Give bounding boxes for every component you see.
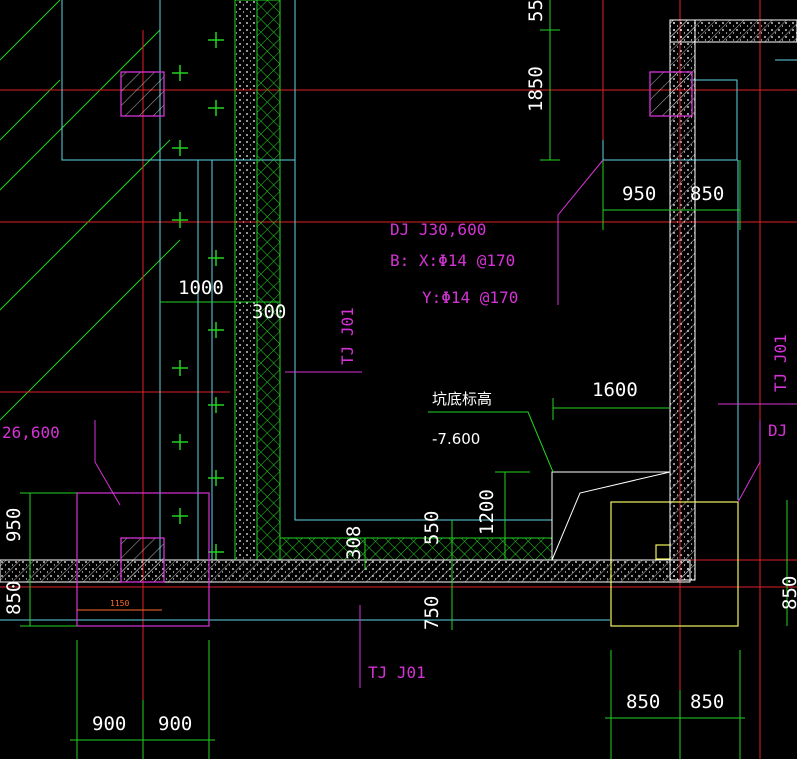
dim-308: 308 [343, 526, 365, 560]
left-wall [234, 0, 281, 561]
dim-850-left: 850 [3, 581, 25, 615]
pit-bottom-title: 坑底标高 [432, 390, 492, 408]
dj-title: DJ J30,600 [390, 220, 486, 239]
slope-lines [0, 0, 181, 421]
dim-300: 300 [252, 301, 286, 323]
column-pads [76, 71, 693, 627]
dim-55: 55 [525, 0, 547, 22]
dim-850-top: 850 [690, 183, 724, 205]
tj-label-c: TJ J01 [368, 663, 426, 682]
bottom-wall [0, 537, 691, 583]
dim-1600: 1600 [592, 379, 638, 401]
dimension-lines [20, 0, 788, 759]
grid-crosses [172, 32, 224, 560]
dim-1150: 1150 [110, 599, 129, 608]
dim-750: 750 [421, 596, 443, 630]
dim-900-b: 900 [158, 713, 192, 735]
dim-1850: 1850 [525, 66, 547, 112]
dim-950-left: 950 [3, 508, 25, 542]
dj-b-rebar: B: X:Φ14 @170 [390, 251, 515, 270]
annotations: DJ J30,600 B: X:Φ14 @170 Y:Φ14 @170 TJ J… [2, 220, 790, 682]
dim-850-right: 850 [779, 576, 797, 610]
pit-leader [551, 471, 671, 561]
right-dj-label: DJ [768, 421, 787, 440]
dimension-texts: 55 1850 950 850 1000 300 1600 1200 550 3… [3, 0, 797, 735]
tj-label-a: TJ J01 [338, 307, 357, 365]
magenta-leaders [94, 159, 797, 688]
pit-label-leader [428, 411, 554, 473]
dim-900-a: 900 [92, 713, 126, 735]
dj-y-rebar: Y:Φ14 @170 [422, 288, 518, 307]
left-elevation: 26,600 [2, 423, 60, 442]
dim-1000: 1000 [178, 277, 224, 299]
dim-1200: 1200 [476, 489, 498, 535]
pit-bottom-value: -7.600 [432, 430, 480, 448]
dim-850-bottom-left: 850 [626, 691, 660, 713]
tj-label-b: TJ J01 [771, 334, 790, 392]
dim-850-bottom-right: 850 [690, 691, 724, 713]
dim-950-top: 950 [622, 183, 656, 205]
dim-550: 550 [421, 511, 443, 545]
marker-1150: 1150 [77, 599, 162, 611]
